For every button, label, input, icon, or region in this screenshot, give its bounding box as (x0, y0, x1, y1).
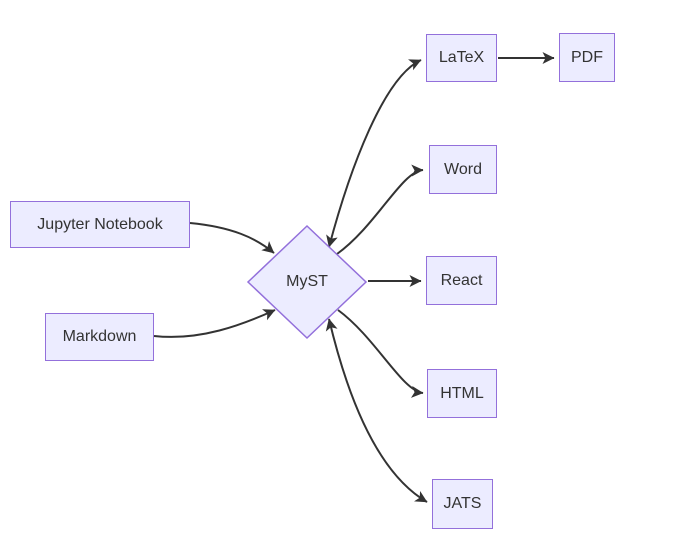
node-markdown: Markdown (45, 313, 154, 361)
edge-myst-jats-bidirectional (325, 318, 428, 503)
node-jupyter-notebook: Jupyter Notebook (10, 201, 190, 248)
node-jats: JATS (432, 479, 493, 529)
edge-myst-to-html (337, 309, 424, 398)
node-label: Jupyter Notebook (37, 215, 163, 233)
node-label: Word (444, 160, 482, 178)
node-label: JATS (443, 495, 482, 512)
node-myst: MyST (262, 266, 352, 298)
edge-myst-to-word (336, 164, 424, 255)
node-react: React (426, 256, 497, 305)
node-label: HTML (440, 384, 484, 402)
node-label: React (440, 271, 483, 289)
node-word: Word (429, 145, 497, 194)
node-pdf: PDF (559, 33, 615, 82)
node-label: MyST (286, 273, 328, 290)
node-label: Markdown (62, 328, 137, 345)
node-label: PDF (571, 48, 603, 66)
edge-markdown-to-myst (153, 309, 276, 338)
node-latex: LaTeX (426, 34, 497, 82)
edge-jupyter-notebook-to-myst (189, 222, 275, 254)
edge-myst-latex-bidirectional (326, 59, 422, 248)
myst-diamond-shape (246, 224, 368, 340)
node-html: HTML (427, 369, 497, 418)
node-label: LaTeX (438, 49, 485, 66)
